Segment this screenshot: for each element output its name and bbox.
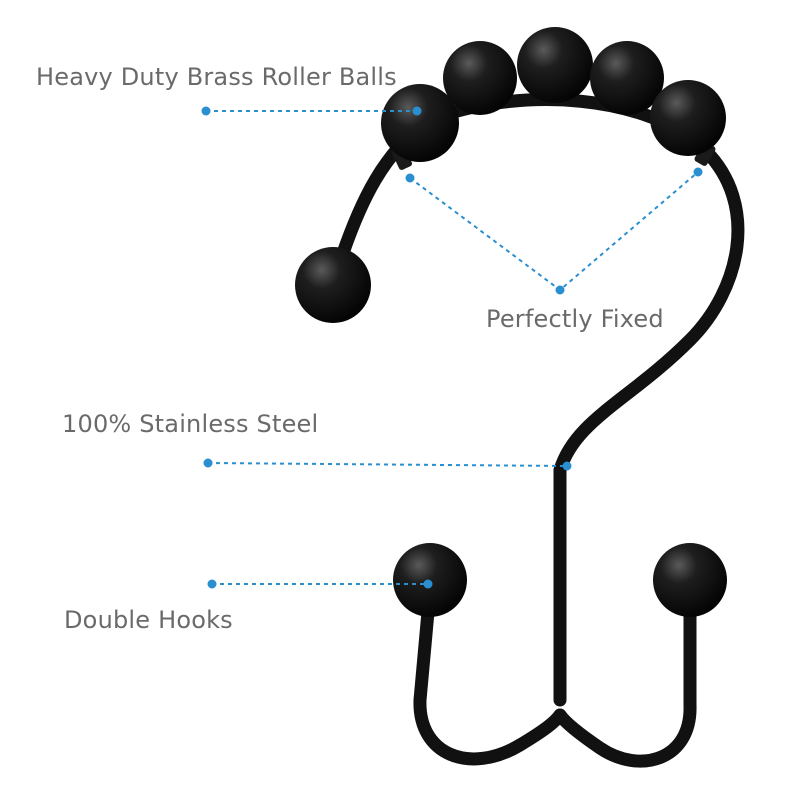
double-hook-right [553, 583, 697, 768]
roller-ball [381, 84, 459, 162]
callout-stainless-steel: 100% Stainless Steel [62, 410, 319, 438]
leader-dots [201, 106, 703, 589]
hook-tip-ball-right [653, 543, 727, 617]
callout-perfectly-fixed: Perfectly Fixed [486, 305, 664, 333]
leader-lines [206, 110, 699, 585]
callout-roller-balls: Heavy Duty Brass Roller Balls [36, 63, 397, 91]
roller-ball [517, 27, 593, 103]
double-hook-left [413, 583, 567, 766]
roller-ball [590, 41, 664, 115]
leader-fixed [409, 171, 699, 292]
leader-steel [207, 462, 568, 467]
roller-ball [650, 80, 726, 156]
end-ball [295, 247, 371, 323]
callout-double-hooks: Double Hooks [64, 606, 233, 634]
roller-ball [443, 41, 517, 115]
